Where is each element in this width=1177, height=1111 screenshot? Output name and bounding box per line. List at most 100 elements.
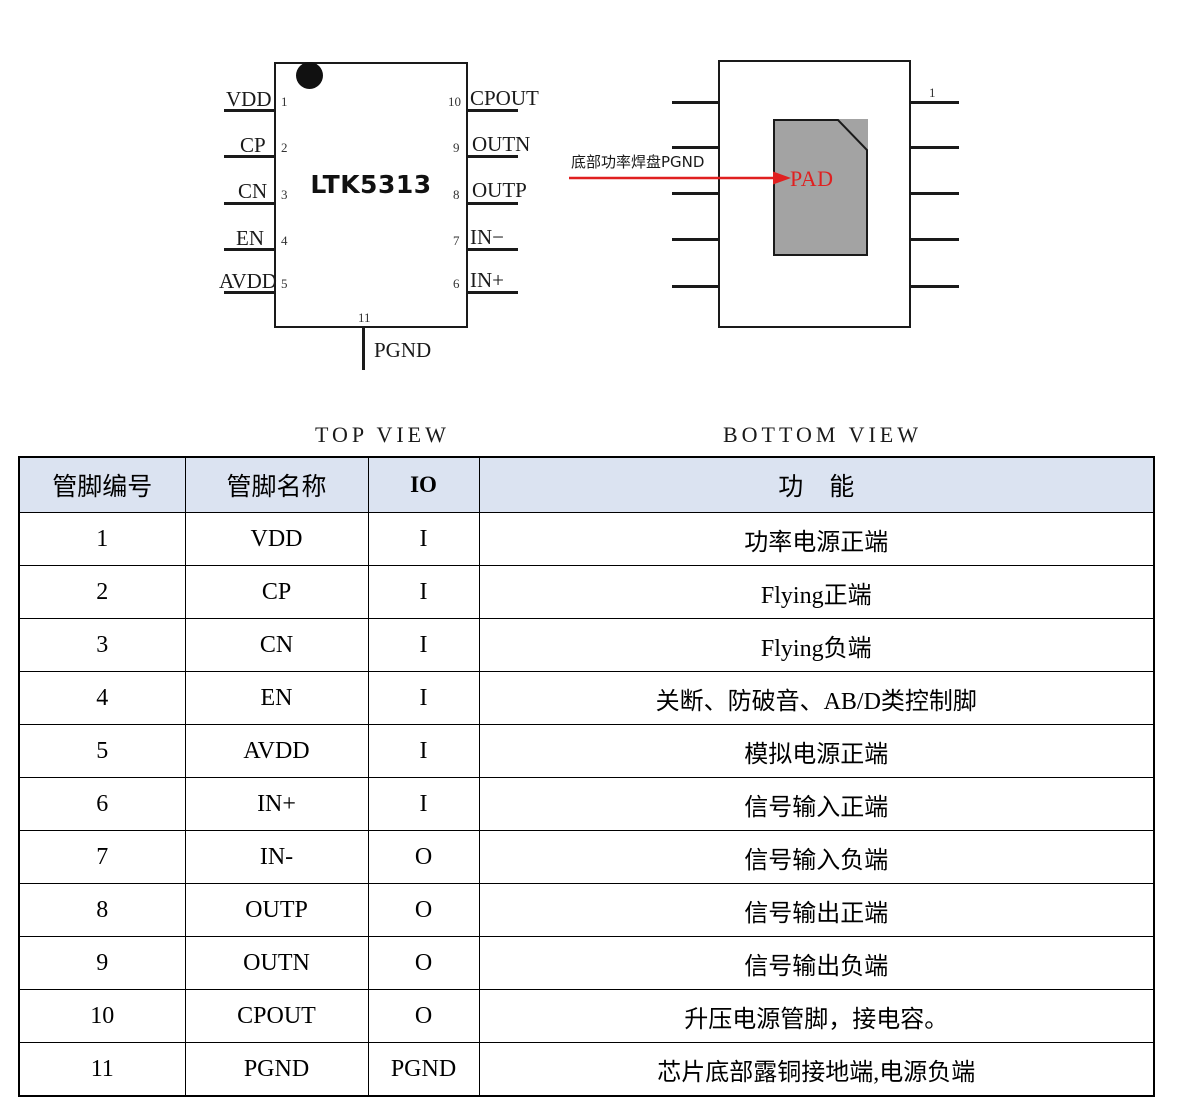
cell-function: 信号输出负端 (478, 936, 1155, 990)
cell-io: O (367, 989, 480, 1043)
pin-number-left-4: 4 (281, 233, 288, 248)
cell-io: I (367, 618, 480, 672)
pin-number-right-10: 10 (448, 94, 461, 109)
chip-part-number: LTK5313 (310, 170, 432, 199)
table-row: 11 PGND PGND 芯片底部露铜接地端,电源负端 (18, 1042, 1155, 1097)
pin-number-left-3: 3 (281, 187, 288, 202)
lead-line-pin9 (466, 155, 518, 158)
bv-lead-left-5 (672, 285, 720, 288)
cell-function: 模拟电源正端 (478, 724, 1155, 778)
pin-number-right-8: 8 (453, 187, 460, 202)
lead-line-pin1 (224, 109, 276, 112)
thermal-pad-shape (773, 119, 868, 256)
pin-label-bottom-11: PGND (374, 338, 432, 362)
cell-pin-number: 4 (18, 671, 186, 725)
pin-label-right-6: IN+ (470, 268, 505, 292)
cell-pin-name: VDD (184, 512, 369, 566)
pin-number-bottom-11: 11 (358, 310, 371, 325)
cell-pin-number: 8 (18, 883, 186, 937)
bv-lead-right-4 (909, 238, 959, 241)
cell-pin-name: CPOUT (184, 989, 369, 1043)
caption-top-view: TOP VIEW (315, 422, 450, 447)
pgnd-annotation-label: 底部功率焊盘PGND (571, 153, 705, 171)
cell-io: I (367, 512, 480, 566)
pin-number-left-5: 5 (281, 276, 288, 291)
table-row: 2 CP I Flying正端 (18, 565, 1155, 619)
header-pin-name: 管脚名称 (184, 456, 369, 513)
cell-pin-name: IN- (184, 830, 369, 884)
table-row: 8 OUTP O 信号输出正端 (18, 883, 1155, 937)
pin-label-right-10: CPOUT (470, 86, 539, 110)
package-diagram: LTK5313 VDD CP CN EN AVDD 1 2 3 4 5 CPOU… (0, 0, 1177, 446)
lead-line-pin2 (224, 155, 276, 158)
header-io: IO (367, 456, 480, 513)
cell-function: Flying正端 (478, 565, 1155, 619)
lead-line-pin3 (224, 202, 276, 205)
header-function: 功能 (478, 456, 1155, 513)
pin-number-left-2: 2 (281, 140, 288, 155)
lead-line-pin6 (466, 291, 518, 294)
cell-pin-number: 11 (18, 1042, 186, 1097)
bv-lead-right-1 (909, 101, 959, 104)
cell-io: O (367, 936, 480, 990)
cell-pin-number: 3 (18, 618, 186, 672)
cell-function: 信号输入正端 (478, 777, 1155, 831)
pin-label-right-9: OUTN (472, 132, 531, 156)
cell-io: I (367, 777, 480, 831)
table-row: 10 CPOUT O 升压电源管脚，接电容。 (18, 989, 1155, 1043)
table-row: 1 VDD I 功率电源正端 (18, 512, 1155, 566)
cell-pin-number: 7 (18, 830, 186, 884)
bv-lead-right-5 (909, 285, 959, 288)
cell-pin-name: CN (184, 618, 369, 672)
cell-io: O (367, 830, 480, 884)
bv-lead-right-3 (909, 192, 959, 195)
cell-function: 升压电源管脚，接电容。 (478, 989, 1155, 1043)
header-pin-number: 管脚编号 (18, 456, 186, 513)
lead-line-pin4 (224, 248, 276, 251)
caption-bottom-view: BOTTOM VIEW (723, 422, 923, 447)
pad-label: PAD (790, 166, 834, 191)
cell-function: 关断、防破音、AB/D类控制脚 (478, 671, 1155, 725)
pin-label-left-2: CP (240, 133, 266, 157)
pin-label-left-4: EN (236, 226, 264, 250)
bv-lead-left-3 (672, 192, 720, 195)
cell-pin-name: EN (184, 671, 369, 725)
lead-line-pin7 (466, 248, 518, 251)
cell-io: I (367, 671, 480, 725)
cell-function: 信号输出正端 (478, 883, 1155, 937)
cell-pin-name: PGND (184, 1042, 369, 1097)
pin-description-table: 管脚编号 管脚名称 IO 功能 1 VDD I 功率电源正端 2 CP I Fl… (18, 456, 1155, 1097)
cell-function: Flying负端 (478, 618, 1155, 672)
table-header-row: 管脚编号 管脚名称 IO 功能 (18, 456, 1155, 513)
cell-io: O (367, 883, 480, 937)
table-row: 4 EN I 关断、防破音、AB/D类控制脚 (18, 671, 1155, 725)
cell-function: 信号输入负端 (478, 830, 1155, 884)
table-row: 7 IN- O 信号输入负端 (18, 830, 1155, 884)
pin-label-left-5: AVDD (219, 269, 277, 293)
pin-number-right-9: 9 (453, 140, 460, 155)
pgnd-arrow-icon (569, 171, 791, 185)
lead-line-pin10 (466, 109, 518, 112)
cell-io: I (367, 724, 480, 778)
pin-number-right-7: 7 (453, 233, 460, 248)
cell-pin-number: 1 (18, 512, 186, 566)
pin-label-right-7: IN− (470, 225, 505, 249)
pin-number-left-1: 1 (281, 94, 288, 109)
lead-line-pin8 (466, 202, 518, 205)
cell-pin-name: OUTN (184, 936, 369, 990)
top-view-chip-body (274, 62, 468, 328)
cell-pin-number: 5 (18, 724, 186, 778)
cell-pin-number: 2 (18, 565, 186, 619)
cell-pin-name: CP (184, 565, 369, 619)
cell-pin-name: AVDD (184, 724, 369, 778)
table-row: 5 AVDD I 模拟电源正端 (18, 724, 1155, 778)
cell-pin-number: 6 (18, 777, 186, 831)
bv-lead-left-2 (672, 146, 720, 149)
cell-pin-number: 10 (18, 989, 186, 1043)
pin-label-left-1: VDD (226, 87, 272, 111)
table-row: 6 IN+ I 信号输入正端 (18, 777, 1155, 831)
lead-line-pin11 (362, 327, 365, 370)
bv-lead-right-2 (909, 146, 959, 149)
cell-io: PGND (367, 1042, 480, 1097)
cell-pin-name: IN+ (184, 777, 369, 831)
